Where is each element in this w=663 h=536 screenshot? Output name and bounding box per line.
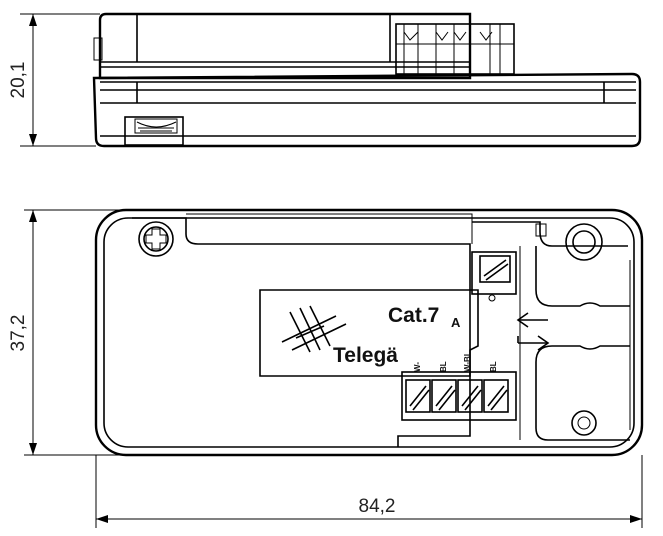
top-view — [94, 208, 644, 457]
dimension-top-width: 84,2 — [95, 455, 643, 528]
wire-label-1: W- — [413, 362, 422, 372]
category-sub-text: A — [451, 315, 461, 330]
wire-label-4: BL — [489, 361, 498, 372]
side-view — [92, 12, 642, 148]
wire-label-3: W-BL — [463, 351, 472, 372]
arrow-right-icon — [517, 335, 550, 351]
dimension-side-height-text: 20,1 — [8, 62, 29, 99]
dimension-top-width-text: 84,2 — [359, 496, 396, 517]
dimension-top-height-text: 37,2 — [8, 315, 29, 352]
arrow-left-icon — [516, 312, 548, 328]
dimension-side-height: 20,1 — [8, 13, 100, 147]
brand-text: Telegä — [333, 344, 398, 367]
category-text: Cat.7 — [388, 304, 439, 327]
dimension-top-height: 37,2 — [8, 209, 120, 456]
telegartner-logo-icon — [281, 305, 347, 353]
wire-label-2: BL — [439, 361, 448, 372]
screw-icon — [138, 221, 174, 257]
